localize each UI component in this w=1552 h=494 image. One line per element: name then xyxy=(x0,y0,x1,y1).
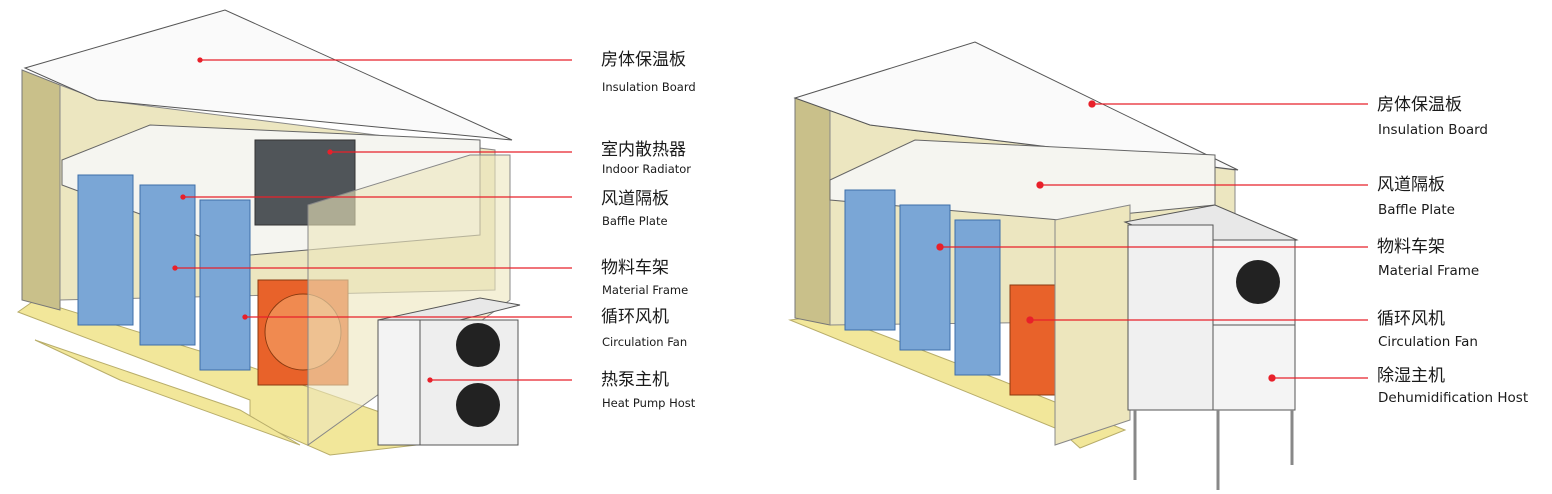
label-zh-baffle-plate-2: 风道隔板 xyxy=(1377,175,1445,195)
label-en-heat-pump-host: Heat Pump Host xyxy=(602,396,696,410)
label-en-baffle-plate: Baffle Plate xyxy=(602,214,668,228)
leader-lines xyxy=(172,57,1368,383)
label-en-baffle-plate-2: Baffle Plate xyxy=(1378,202,1455,218)
label-en-material-frame: Material Frame xyxy=(602,283,689,297)
label-zh-heat-pump-host: 热泵主机 xyxy=(601,370,669,390)
label-en-dehumidification-host: Dehumidification Host xyxy=(1378,390,1529,406)
left-back-wall xyxy=(21,69,61,311)
label-en-circulation-fan-2: Circulation Fan xyxy=(1378,334,1478,350)
label-en-circulation-fan: Circulation Fan xyxy=(602,335,688,349)
label-zh-indoor-radiator: 室内散热器 xyxy=(601,140,686,160)
label-zh-material-frame-2: 物料车架 xyxy=(1377,237,1445,257)
left-floor xyxy=(16,299,461,456)
label-zh-dehumidification-host: 除湿主机 xyxy=(1377,366,1445,386)
left-front-panel xyxy=(307,154,511,446)
label-en-material-frame-2: Material Frame xyxy=(1378,263,1480,279)
label-zh-insulation-board: 房体保温板 xyxy=(601,50,686,70)
right-roof xyxy=(793,41,1239,171)
right-racks xyxy=(844,189,1001,376)
label-zh-material-frame: 物料车架 xyxy=(601,258,669,278)
right-dehumidifier xyxy=(1123,204,1299,490)
label-en-insulation-board-2: Insulation Board xyxy=(1378,122,1488,138)
right-back-wall xyxy=(794,97,831,326)
right-circulation-fan xyxy=(1009,284,1061,396)
right-drying-room xyxy=(788,41,1299,490)
left-roof xyxy=(23,9,513,141)
label-zh-insulation-board-2: 房体保温板 xyxy=(1377,95,1462,115)
right-front-panel xyxy=(1054,204,1131,446)
label-zh-baffle-plate: 风道隔板 xyxy=(601,189,669,209)
label-zh-circulation-fan: 循环风机 xyxy=(601,307,669,327)
label-zh-circulation-fan-2: 循环风机 xyxy=(1377,309,1445,329)
label-en-insulation-board: Insulation Board xyxy=(602,80,696,94)
label-en-indoor-radiator: Indoor Radiator xyxy=(602,162,692,176)
left-floor-ramp xyxy=(34,339,301,446)
left-racks xyxy=(77,174,251,371)
left-drying-room xyxy=(16,9,521,456)
left-heat-pump xyxy=(377,297,521,446)
